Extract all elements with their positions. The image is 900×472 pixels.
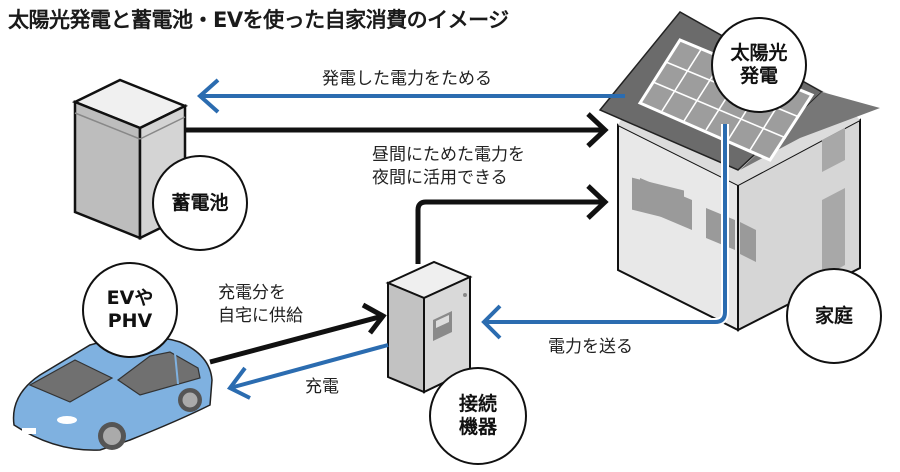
arrowhead bbox=[196, 78, 220, 114]
bubble-solar: 太陽光発電 bbox=[711, 17, 807, 113]
connector-device-illustration bbox=[385, 260, 473, 394]
bubble-connector: 接続機器 bbox=[429, 367, 527, 465]
house-label: 家庭 bbox=[814, 304, 853, 327]
arrowhead bbox=[586, 112, 609, 148]
arrowhead bbox=[586, 184, 609, 220]
label-charge: 充電 bbox=[305, 377, 339, 397]
ev-car-illustration bbox=[12, 335, 213, 451]
label-send-power: 電力を送る bbox=[548, 337, 633, 357]
arrow-ev-to-connector bbox=[209, 313, 384, 365]
solar-label-line1: 太陽光 bbox=[730, 42, 788, 64]
house-window bbox=[822, 128, 845, 172]
label-supply-line2: 自宅に供給 bbox=[218, 306, 303, 326]
connector-label-line2: 機器 bbox=[458, 416, 497, 438]
diagram-title: 太陽光発電と蓄電池・EVを使った自家消費のイメージ bbox=[8, 8, 509, 32]
label-night-use-line2: 夜間に活用できる bbox=[372, 168, 508, 188]
arrowhead bbox=[481, 304, 502, 340]
arrowhead bbox=[361, 302, 387, 335]
house-door bbox=[822, 188, 845, 278]
bubble-battery: 蓄電池 bbox=[152, 155, 248, 251]
connector-label-line1: 接続 bbox=[458, 393, 497, 415]
solar-label-line2: 発電 bbox=[739, 65, 778, 87]
bubble-house: 家庭 bbox=[786, 268, 882, 364]
arrowhead bbox=[226, 366, 251, 400]
ev-label-line1: EVや bbox=[106, 287, 154, 309]
arrow-connector-to-house bbox=[415, 199, 605, 264]
label-store-power: 発電した電力をためる bbox=[322, 69, 492, 89]
arrow-solar-to-connector bbox=[484, 124, 727, 324]
label-night-use-line1: 昼間にためた電力を bbox=[372, 145, 525, 165]
house-window bbox=[640, 178, 692, 230]
label-supply-line1: 充電分を bbox=[218, 283, 286, 303]
ev-label-line2: PHV bbox=[107, 310, 153, 332]
battery-label: 蓄電池 bbox=[171, 191, 229, 214]
arrow-connector-to-ev bbox=[229, 343, 389, 390]
